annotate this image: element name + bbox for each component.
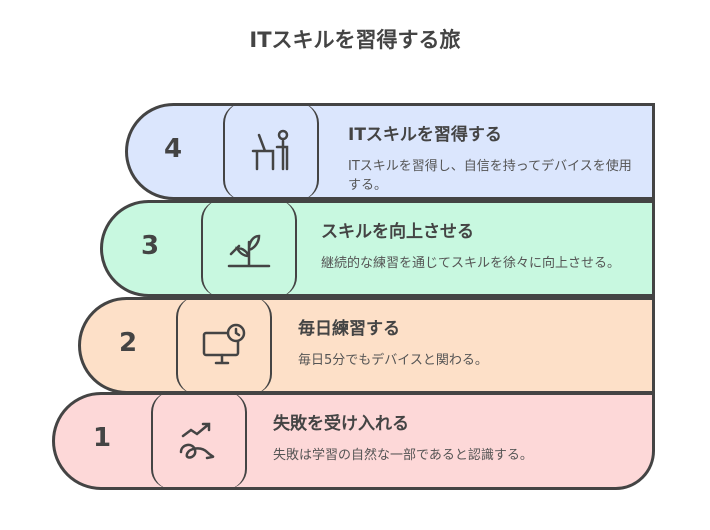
step-number: 2 (118, 328, 138, 358)
icon-cell (151, 392, 247, 489)
step-description: 継続的な練習を通じてスキルを徐々に向上させる。 (321, 256, 621, 271)
step-description: 失敗は学習の自然な一部であると認識する。 (273, 448, 533, 463)
growing-plant-icon (227, 234, 271, 268)
step-2: 2 毎日練習する 毎日5分でもデバイスと関わる。 (78, 297, 655, 394)
icon-cell (201, 200, 297, 297)
step-number: 4 (163, 134, 183, 164)
step-heading: スキルを向上させる (321, 222, 474, 242)
step-number: 3 (140, 231, 160, 261)
tangled-path-arrow-icon (179, 422, 215, 460)
step-3: 3 スキルを向上させる 継続的な練習を通じてスキルを徐々に向上させる。 (100, 200, 655, 297)
step-description: 毎日5分でもデバイスと関わる。 (298, 353, 488, 368)
step-heading: 毎日練習する (298, 319, 400, 339)
person-at-computer-icon (251, 129, 289, 171)
step-1: 1 失敗を受け入れる 失敗は学習の自然な一部であると認識する。 (52, 392, 655, 490)
step-number: 1 (92, 423, 112, 453)
step-heading: ITスキルを習得する (348, 125, 502, 145)
step-heading: 失敗を受け入れる (273, 414, 409, 434)
monitor-clock-icon (202, 323, 246, 365)
icon-cell (223, 103, 319, 200)
step-4: 4 ITスキルを習得する ITスキルを習得し、自信を持ってデバイスを使用する。 (125, 103, 655, 200)
page-title: ITスキルを習得する旅 (249, 28, 461, 52)
icon-cell (176, 297, 272, 394)
step-description: ITスキルを習得し、自信を持ってデバイスを使用する。 (348, 159, 632, 193)
